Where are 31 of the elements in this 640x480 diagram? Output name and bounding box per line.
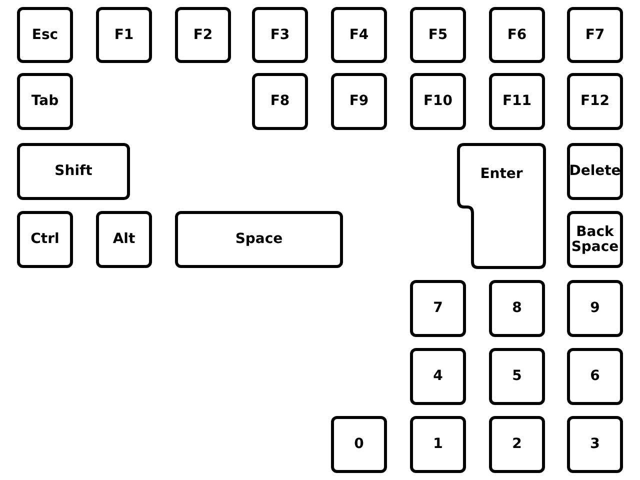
keyboard-key: F11 — [489, 73, 545, 130]
keyboard-key: F2 — [175, 7, 231, 63]
keyboard-key: Alt — [96, 211, 152, 268]
keyboard-key: 2 — [489, 416, 545, 473]
keyboard-key: 5 — [489, 348, 545, 405]
keyboard-key: 9 — [567, 280, 623, 337]
keyboard-key: Tab — [17, 73, 73, 130]
keyboard-key: 6 — [567, 348, 623, 405]
keyboard-key: F12 — [567, 73, 623, 130]
keyboard-key: 7 — [410, 280, 466, 337]
keyboard-key: 4 — [410, 348, 466, 405]
keyboard-key: F10 — [410, 73, 466, 130]
keyboard-key: F3 — [252, 7, 308, 63]
keyboard-key: Ctrl — [17, 211, 73, 268]
keyboard-key: Back Space — [567, 211, 623, 268]
keyboard-key: F8 — [252, 73, 308, 130]
keyboard-key: 1 — [410, 416, 466, 473]
keyboard-key: Space — [175, 211, 343, 268]
keyboard-key: 0 — [331, 416, 387, 473]
keyboard-key: F4 — [331, 7, 387, 63]
keyboard-key: 8 — [489, 280, 545, 337]
keyboard-key: F1 — [96, 7, 152, 63]
keyboard-key: Shift — [17, 143, 130, 200]
keyboard-key: F7 — [567, 7, 623, 63]
keyboard-key: Enter — [457, 143, 546, 269]
keyboard-key: Delete — [567, 143, 623, 200]
keyboard-key: Esc — [17, 7, 73, 63]
keyboard-key: F5 — [410, 7, 466, 63]
keyboard-key: F6 — [489, 7, 545, 63]
keyboard-key: F9 — [331, 73, 387, 130]
keyboard-key: 3 — [567, 416, 623, 473]
